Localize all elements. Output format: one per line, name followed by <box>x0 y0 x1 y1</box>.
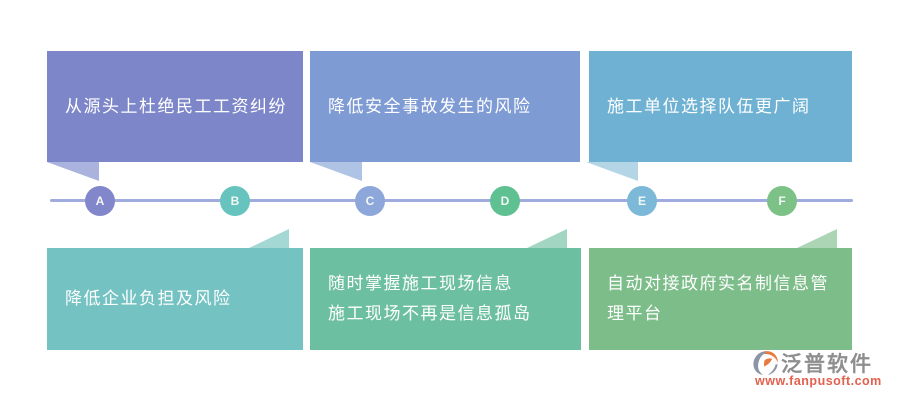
node-label: F <box>778 194 786 208</box>
benefit-card-text: 降低安全事故发生的风险 <box>328 96 532 116</box>
timeline-node-b: B <box>220 186 250 216</box>
benefit-card-text: 降低企业负担及风险 <box>65 289 232 308</box>
timeline-line <box>50 199 853 202</box>
node-label: C <box>365 194 375 208</box>
node-label: B <box>230 194 240 208</box>
benefit-card-bottom-2: 随时掌握施工现场信息 施工现场不再是信息孤岛 <box>310 248 581 350</box>
timeline-node-f: F <box>767 186 797 216</box>
benefit-card-text: 随时掌握施工现场信息 <box>328 274 513 293</box>
benefit-card-text: 从源头上杜绝民工工资纠纷 <box>65 96 287 116</box>
node-label: D <box>500 194 510 208</box>
fanpu-logo-url: www.fanpusoft.com <box>755 374 882 388</box>
card-tail-top-3 <box>586 162 638 181</box>
timeline-node-c: C <box>355 186 385 216</box>
benefit-card-bottom-1: 降低企业负担及风险 <box>47 248 303 350</box>
benefit-card-bottom-3: 自动对接政府实名制信息管 理平台 <box>589 248 852 350</box>
timeline-node-e: E <box>627 186 657 216</box>
card-tail-bottom-3 <box>797 229 837 248</box>
benefit-card-top-3: 施工单位选择队伍更广阔 <box>589 51 852 162</box>
card-tail-bottom-2 <box>527 229 567 248</box>
node-label: A <box>95 194 105 208</box>
benefit-card-top-1: 从源头上杜绝民工工资纠纷 <box>47 51 303 162</box>
card-tail-top-2 <box>310 162 362 181</box>
benefit-card-text: 理平台 <box>607 304 663 323</box>
benefit-card-text: 施工单位选择队伍更广阔 <box>607 96 811 116</box>
card-tail-bottom-1 <box>249 229 289 248</box>
fanpu-logo: 泛普软件 www.fanpusoft.com <box>751 347 896 392</box>
fanpu-logo-text: 泛普软件 <box>781 353 873 376</box>
timeline-node-d: D <box>490 186 520 216</box>
fanpu-logo-icon <box>753 351 778 375</box>
benefit-card-text: 施工现场不再是信息孤岛 <box>328 304 532 323</box>
timeline-node-a: A <box>85 186 115 216</box>
benefit-card-text: 自动对接政府实名制信息管 <box>607 274 829 293</box>
card-tail-top-1 <box>47 162 99 181</box>
benefit-card-top-2: 降低安全事故发生的风险 <box>310 51 580 162</box>
node-label: E <box>637 194 646 208</box>
